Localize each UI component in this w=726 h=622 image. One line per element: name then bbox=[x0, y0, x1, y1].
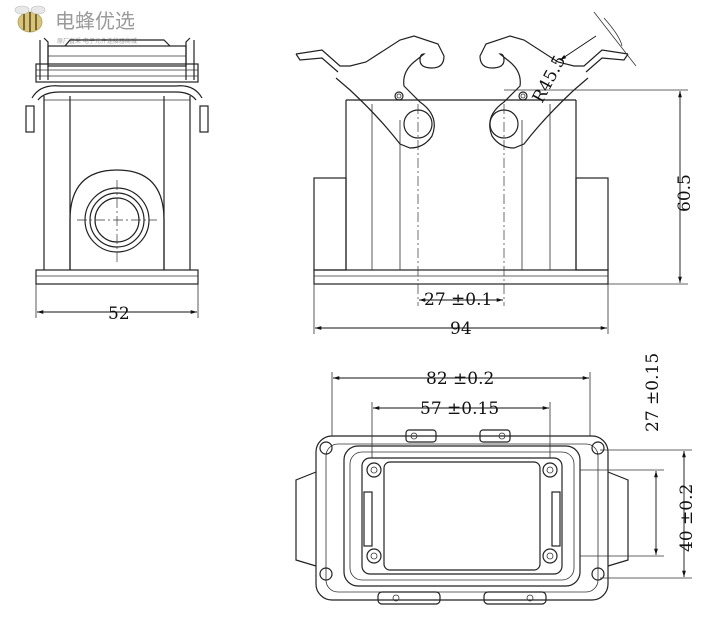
bee-icon bbox=[14, 5, 46, 33]
dim-lever-radius: R45.5 bbox=[529, 52, 570, 106]
top-view bbox=[295, 372, 692, 605]
dim-side-width: 52 bbox=[108, 304, 130, 324]
watermark-subtitle: 原厂直采 电子元件连接器商城 bbox=[57, 37, 137, 45]
dim-top-outer-height: 40 ±0.2 bbox=[677, 484, 697, 552]
side-view bbox=[25, 37, 209, 318]
dim-front-height: 60.5 bbox=[675, 174, 695, 212]
watermark-title: 电蜂优选 bbox=[55, 9, 135, 33]
watermark-logo: 电蜂优选 原厂直采 电子元件连接器商城 bbox=[14, 5, 137, 45]
dim-front-width: 94 bbox=[450, 319, 472, 339]
dim-pin-spacing: 27 ±0.1 bbox=[424, 290, 492, 310]
dim-top-inner-height: 27 ±0.15 bbox=[643, 353, 663, 432]
dim-top-inner-width: 57 ±0.15 bbox=[420, 399, 499, 419]
dim-top-outer-width: 82 ±0.2 bbox=[426, 369, 494, 389]
front-view bbox=[295, 11, 688, 334]
